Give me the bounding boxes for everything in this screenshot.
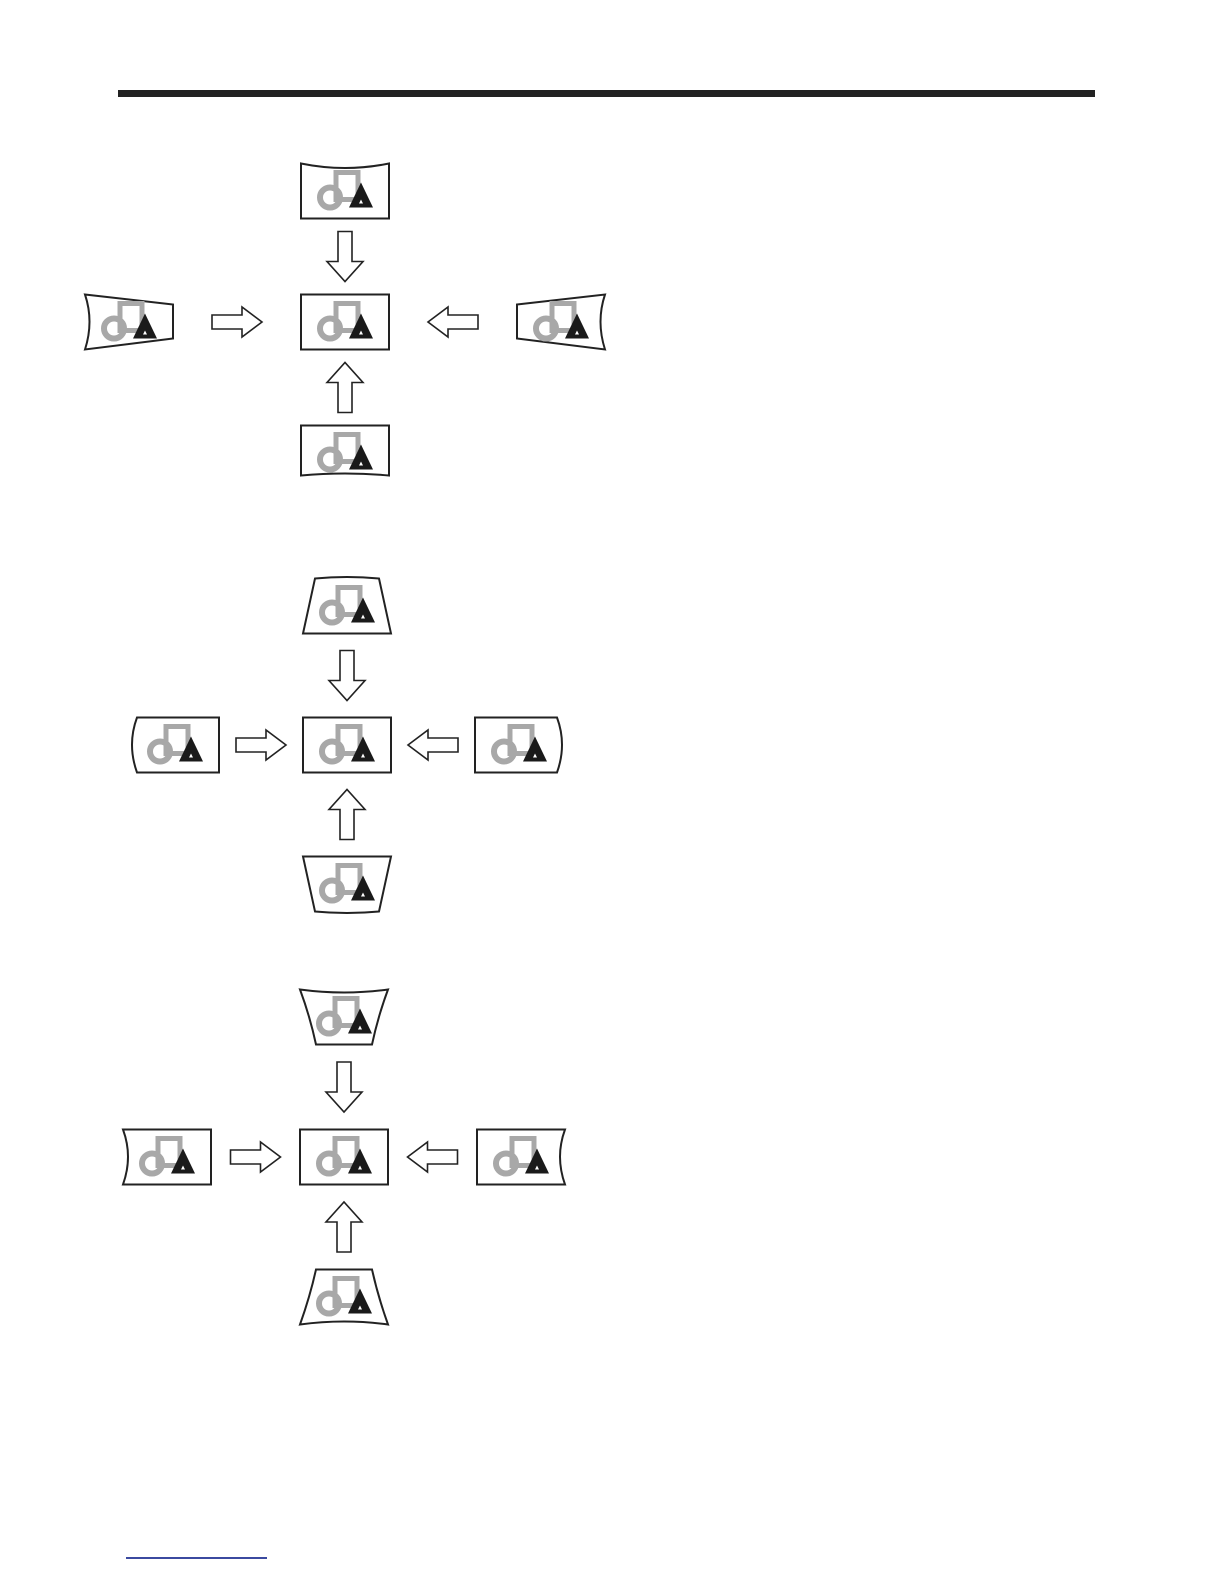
left-distorted-screen [132, 718, 219, 773]
bottom-distorted-screen [301, 426, 389, 476]
arrow-right-icon [236, 730, 286, 760]
arrow-left-icon [428, 307, 478, 337]
left-distorted-screen [123, 1130, 211, 1185]
arrow-up-icon [329, 790, 365, 840]
arrow-right-icon [212, 307, 262, 337]
right-distorted-screen [475, 718, 562, 773]
top-distorted-screen [300, 990, 388, 1045]
left-distorted-screen [85, 295, 173, 350]
right-distorted-screen [517, 295, 605, 350]
center-screen [301, 295, 389, 350]
arrow-down-icon [329, 651, 365, 701]
bottom-distorted-screen [303, 857, 391, 914]
arrow-up-icon [326, 1202, 362, 1252]
top-distorted-screen [303, 577, 391, 634]
center-screen [303, 718, 391, 773]
arrow-left-icon [408, 730, 458, 760]
arrow-down-icon [327, 232, 363, 282]
arrow-right-icon [231, 1142, 281, 1172]
bottom-distorted-screen [300, 1270, 388, 1325]
arrow-down-icon [326, 1062, 362, 1112]
arrow-left-icon [408, 1142, 458, 1172]
center-screen [300, 1130, 388, 1185]
footer-link-underline[interactable] [126, 1557, 267, 1559]
arrow-up-icon [327, 363, 363, 413]
top-distorted-screen [301, 164, 389, 219]
right-distorted-screen [477, 1130, 565, 1185]
